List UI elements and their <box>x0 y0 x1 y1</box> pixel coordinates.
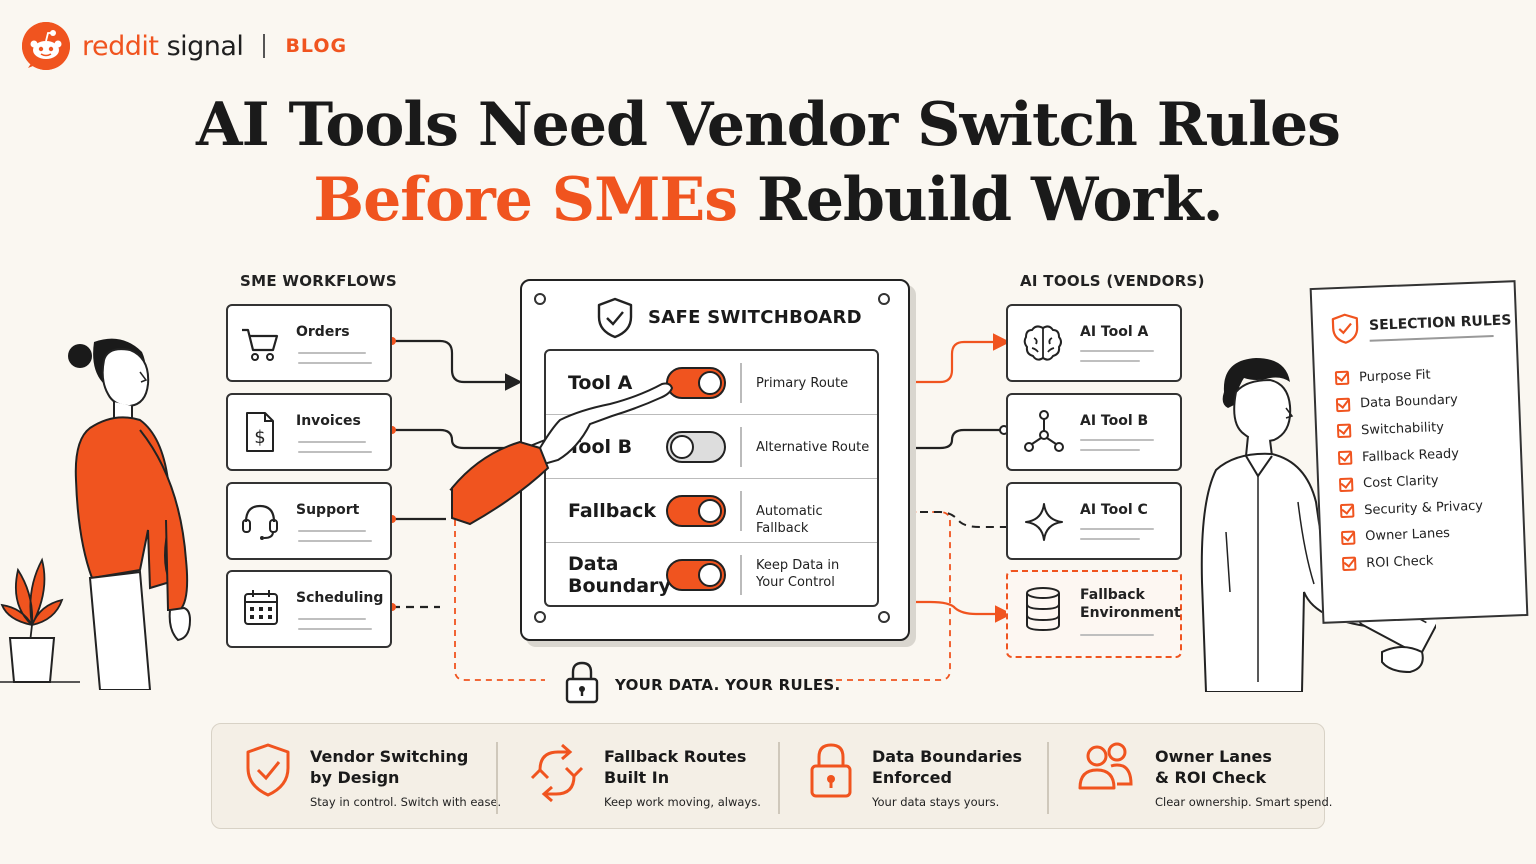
route-description: Automatic Fallback <box>756 504 823 536</box>
vendor-card-ai-tool-b[interactable]: AI Tool B <box>1006 393 1182 471</box>
padlock-icon <box>565 661 599 704</box>
brain-icon <box>1023 325 1062 361</box>
feature-subtitle: Clear ownership. Smart spend. <box>1155 795 1333 809</box>
reddit-alien-icon <box>22 22 70 70</box>
switchboard-title: SAFE SWITCHBOARD <box>648 307 862 328</box>
screw <box>534 611 546 623</box>
screw <box>878 611 890 623</box>
fallback-toggle[interactable] <box>666 495 726 527</box>
data-rules-tagline: YOUR DATA. YOUR RULES. <box>615 676 841 694</box>
workflow-label: Scheduling <box>296 590 384 606</box>
routing-table: Tool A Primary Route Tool B Alternative … <box>544 349 879 607</box>
route-description: Alternative Route <box>756 440 870 455</box>
invoice-icon: $ <box>246 412 274 452</box>
checkbox-checked-icon <box>1335 397 1351 413</box>
padlock-icon <box>810 743 852 798</box>
workflow-card-invoices[interactable]: $ Invoices <box>226 393 392 471</box>
shield-check-icon <box>246 743 290 797</box>
route-name: Tool B <box>568 436 633 458</box>
data-boundary-toggle[interactable] <box>666 559 726 591</box>
workflow-card-orders[interactable]: Orders <box>226 304 392 382</box>
selection-rules-list: Purpose Fit Data Boundary Switchability … <box>1334 360 1486 578</box>
headset-icon <box>242 504 278 540</box>
route-row-tool-a: Tool A Primary Route <box>546 351 877 415</box>
vendor-label: AI Tool A <box>1080 324 1149 340</box>
headline-line-1: AI Tools Need Vendor Switch Rules <box>196 90 1341 160</box>
pointing-hand-illustration <box>449 382 674 526</box>
plant-illustration <box>0 557 64 683</box>
network-icon <box>1024 410 1064 452</box>
checkbox-checked-icon <box>1340 530 1356 545</box>
shield-check-icon <box>1331 313 1359 344</box>
checkbox-checked-icon <box>1334 370 1350 386</box>
route-description: Primary Route <box>756 376 849 391</box>
people-icon <box>1078 742 1133 790</box>
route-name: Tool A <box>568 372 633 394</box>
headline-line-2: Before SMEs Rebuild Work. <box>313 165 1223 235</box>
feature-owner-lanes: Owner Lanes& ROI Check Clear ownership. … <box>1049 724 1332 828</box>
checkbox-checked-icon <box>1336 424 1352 439</box>
workflow-card-scheduling[interactable]: Scheduling <box>226 570 392 648</box>
rule-item: ROI Check <box>1341 546 1486 578</box>
workflows-heading: SME WORKFLOWS <box>240 272 397 290</box>
tool-b-toggle[interactable] <box>666 431 726 463</box>
man-illustration <box>1200 358 1436 692</box>
feature-title: Owner Lanes& ROI Check <box>1155 747 1272 787</box>
screw <box>534 293 546 305</box>
sparkle-icon <box>1025 503 1063 541</box>
feature-subtitle: Stay in control. Switch with ease. <box>310 795 502 809</box>
vendor-label: AI Tool C <box>1080 502 1148 518</box>
route-name: Fallback <box>568 500 657 522</box>
workflow-label: Support <box>296 502 360 518</box>
feature-subtitle: Keep work moving, always. <box>604 795 761 809</box>
workflow-label: Invoices <box>296 413 361 429</box>
vendor-card-ai-tool-c[interactable]: AI Tool C <box>1006 482 1182 560</box>
checkbox-checked-icon <box>1337 450 1353 466</box>
checkbox-checked-icon <box>1338 477 1354 492</box>
brand-logo[interactable]: reddit signal BLOG <box>22 22 347 70</box>
woman-illustration <box>0 338 192 690</box>
route-row-tool-b: Tool B Alternative Route <box>546 415 877 479</box>
vendor-label: AI Tool B <box>1080 413 1149 429</box>
feature-subtitle: Your data stays yours. <box>872 795 1000 809</box>
screw <box>878 293 890 305</box>
workflow-label: Orders <box>296 324 350 340</box>
brand-name: reddit signal <box>82 30 244 62</box>
checkbox-checked-icon <box>1341 556 1357 572</box>
cart-icon <box>242 328 279 361</box>
selection-rules-title: SELECTION RULES <box>1368 312 1512 334</box>
blog-section-link[interactable]: BLOG <box>285 35 348 57</box>
route-row-fallback: Fallback Automatic Fallback <box>546 479 877 543</box>
refresh-arrows-icon <box>530 743 584 803</box>
vendors-heading: AI TOOLS (VENDORS) <box>1020 272 1205 290</box>
database-icon <box>1026 587 1060 632</box>
svg-text:$: $ <box>254 427 265 448</box>
selection-rules-board: SELECTION RULES Purpose Fit Data Boundar… <box>1309 280 1529 624</box>
brand-divider <box>263 34 266 58</box>
vendor-card-ai-tool-a[interactable]: AI Tool A <box>1006 304 1182 382</box>
tool-a-toggle[interactable] <box>666 367 726 399</box>
workflow-card-support[interactable]: Support <box>226 482 392 560</box>
calendar-icon <box>244 590 278 625</box>
checkbox-checked-icon <box>1339 503 1355 519</box>
shield-check-icon <box>597 297 633 339</box>
